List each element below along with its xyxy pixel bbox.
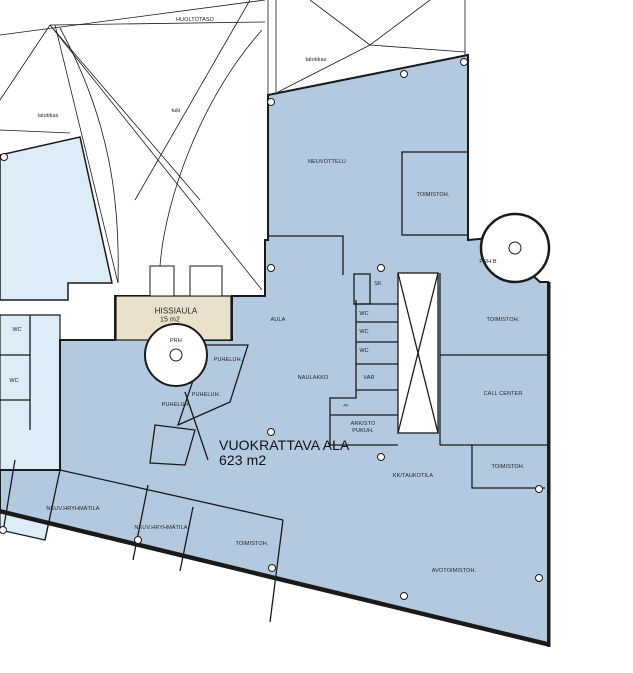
elevator-1 — [149, 265, 175, 297]
room-wc: WC — [359, 329, 369, 335]
room-wc: WC — [9, 378, 19, 384]
lobby-name: HISSIAULA — [154, 306, 198, 316]
room-wc: WC — [359, 348, 369, 354]
room-office: TOIMISTOH. — [416, 192, 450, 198]
stair-label: PRH — [170, 338, 182, 344]
room-kitchen: KK/TAUKOTILA — [392, 473, 434, 479]
room-office: TOIMISTOH. — [491, 464, 525, 470]
outer-wall-bottom — [0, 510, 549, 647]
roof-lines — [0, 0, 466, 291]
label-support: tuki — [171, 108, 181, 114]
room-storage: VAR — [363, 375, 375, 381]
room-group: NEUV.HRYHMÄTILA — [134, 525, 188, 531]
columns — [0, 58, 543, 600]
stair-b-label: PRH B — [479, 259, 497, 265]
room-office: TOIMISTOH. — [486, 317, 520, 323]
room-coat: NAULAKKO — [297, 375, 329, 381]
room-changing: PUKUH. — [352, 428, 374, 434]
room-wc: WC — [12, 327, 22, 333]
room-group: NEUV.HRYHMÄTILA — [46, 506, 100, 512]
room-cleaning: SK — [374, 281, 382, 287]
label-service-level: HUOLTOTASO — [176, 17, 214, 23]
total-area-value: 623 m2 — [219, 452, 267, 468]
elevator-2 — [189, 265, 223, 297]
stair-b — [479, 212, 551, 284]
stair-main — [144, 323, 208, 387]
rentable-area — [0, 53, 549, 645]
room-phone: PUHELUH. — [161, 402, 191, 408]
lobby-area-value: 15 m2 — [160, 316, 180, 324]
room-open-office: AVOTOIMISTOH. — [431, 568, 477, 574]
room-office: TOIMISTOH. — [235, 541, 269, 547]
label-cladding: talotikas — [305, 57, 327, 63]
room-call-center: CALL CENTER — [483, 391, 523, 397]
label-cladding: talotikas — [37, 113, 59, 119]
room-meeting: NEUVOTTELU — [308, 159, 346, 165]
room-wc: WC — [359, 311, 369, 317]
room-archive: ARKISTO — [350, 421, 376, 427]
room-aula: AULA — [270, 317, 286, 323]
room-phone: PUHELUH. — [213, 357, 243, 363]
room-ak: AK — [343, 402, 349, 408]
interior-walls — [0, 151, 548, 623]
adjacent-area-left — [0, 136, 113, 301]
room-phone: PUHELUH. — [191, 392, 221, 398]
total-area-title: VUOKRATTAVA ALA — [219, 437, 350, 453]
